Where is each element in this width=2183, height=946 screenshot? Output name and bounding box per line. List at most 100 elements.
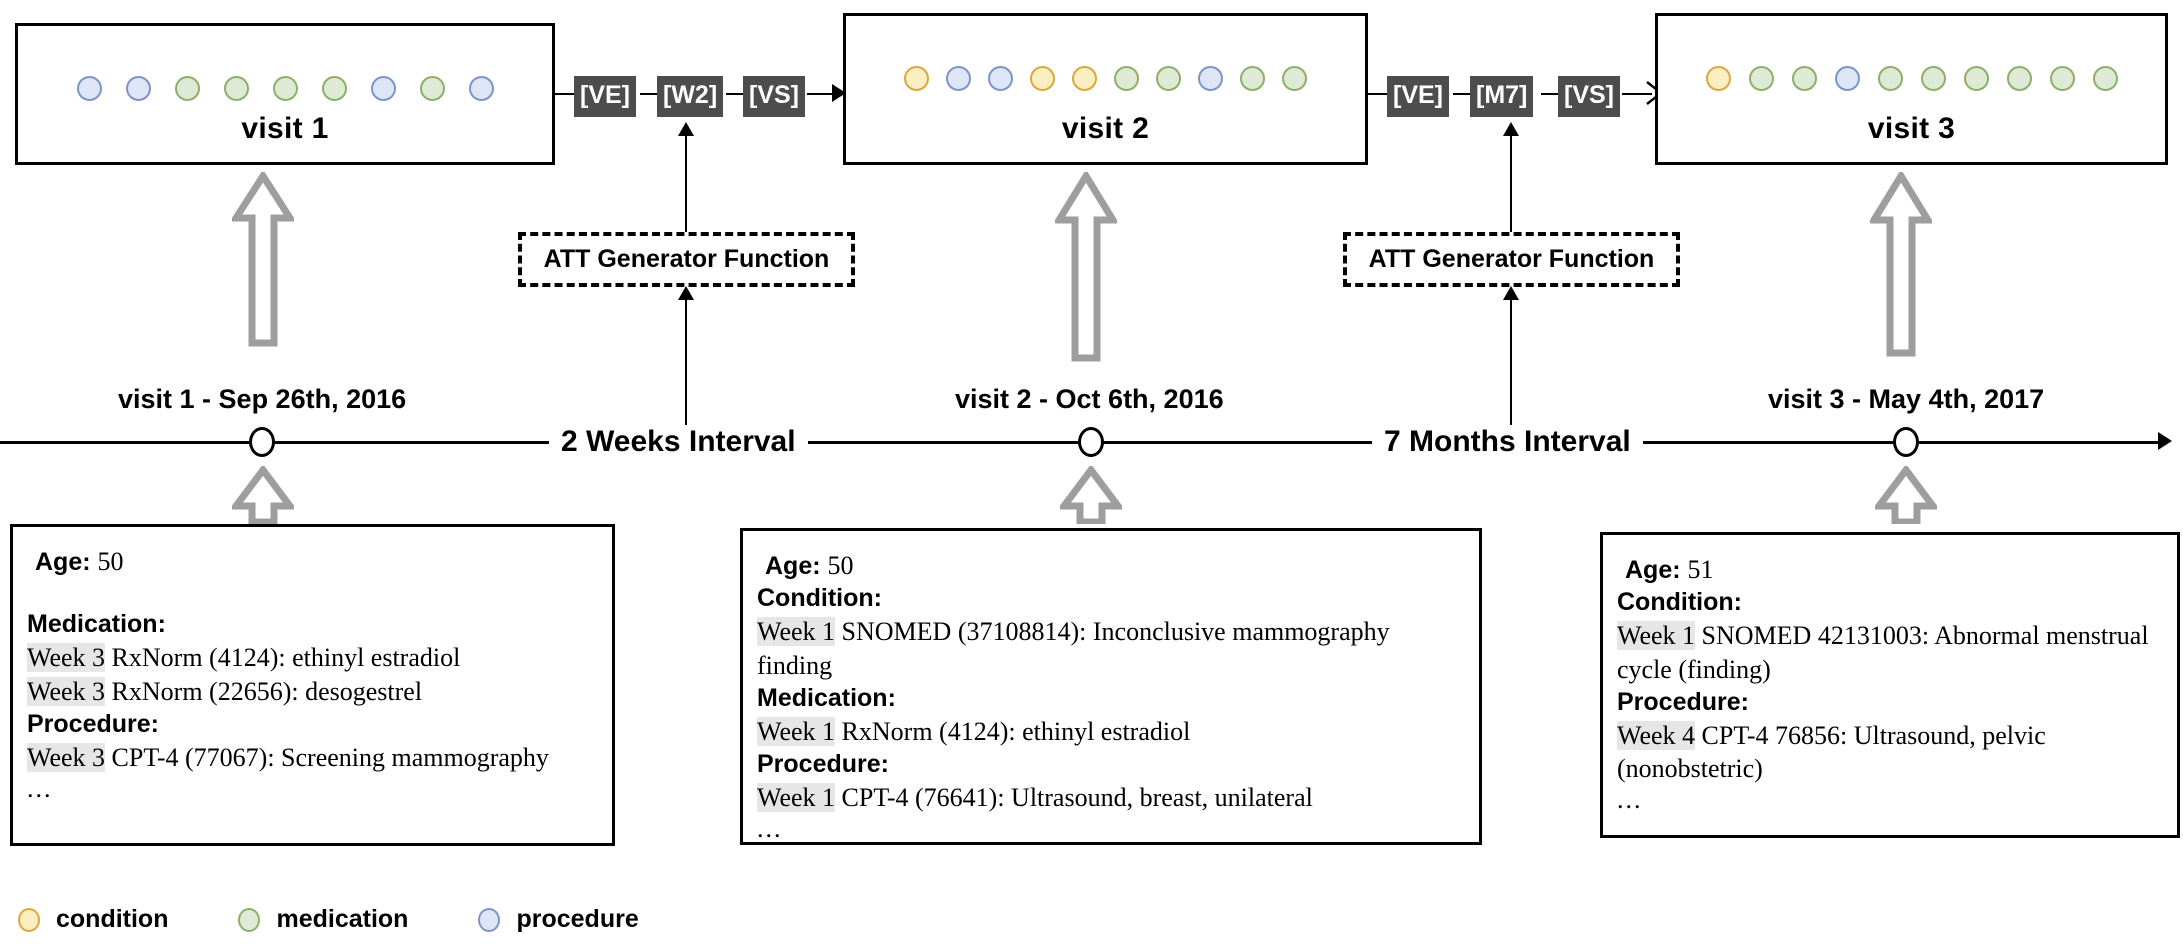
entry-text: SNOMED 42131003: Abnormal menstrual cycl… — [1617, 621, 2149, 684]
visit-2-dot-medication — [1282, 66, 1307, 91]
entry-text: CPT-4 76856: Ultrasound, pelvic (nonobst… — [1617, 720, 2046, 784]
detail-entry: Week 1 RxNorm (4124): ethinyl estradiol — [757, 715, 1465, 748]
visit-1-dot-medication — [223, 76, 249, 101]
visit-3-dot-medication — [1963, 66, 1989, 91]
detail-entry: Week 1 SNOMED 42131003: Abnormal menstru… — [1617, 619, 2163, 686]
att-generator-label-1: ATT Generator Function — [543, 245, 830, 273]
visit-box-1[interactable]: visit 1 — [15, 23, 555, 165]
visit-1-dot-row — [18, 76, 552, 101]
visit-1-dot-medication — [272, 76, 298, 101]
detail-section-heading: Condition: — [757, 584, 882, 613]
big-arrow-up-to-timeline-2-icon — [1060, 466, 1122, 524]
detail-section-heading: Condition: — [1617, 588, 1742, 617]
detail-1-age: Age: 50 — [27, 545, 598, 578]
detail-entry: Week 3 RxNorm (22656): desogestrel — [27, 675, 598, 708]
detail-section-heading: Medication: — [27, 610, 166, 639]
visit-2-dot-condition — [904, 66, 929, 91]
week-badge: Week 3 — [27, 742, 106, 772]
legend-label: procedure — [516, 905, 639, 933]
timeline-visit-2-label: visit 2 - Oct 6th, 2016 — [955, 384, 1224, 414]
week-badge: Week 1 — [1617, 621, 1696, 651]
entry-text: RxNorm (22656): desogestrel — [105, 676, 423, 706]
timeline-node-visit-2[interactable] — [1078, 427, 1104, 457]
token-line-2b — [1453, 93, 1471, 95]
age-label: Age: — [1625, 556, 1688, 584]
token-line-2d — [1622, 93, 1652, 95]
medication-dot-icon — [238, 907, 261, 932]
visit-3-dot-procedure — [1834, 66, 1860, 91]
entry-text: CPT-4 (77067): Screening mammography — [105, 742, 549, 772]
att-generator-label-2: ATT Generator Function — [1368, 245, 1655, 273]
legend-label: medication — [276, 905, 409, 933]
visit-2-title: visit 2 — [1061, 112, 1150, 145]
legend-item-procedure: procedure — [478, 905, 639, 934]
visit-1-dot-procedure — [468, 76, 494, 101]
visit-2-dot-row — [846, 66, 1365, 91]
big-arrow-up-to-timeline-3-icon — [1875, 466, 1937, 524]
att-2-up-line — [1510, 128, 1512, 240]
legend-item-condition: condition — [18, 905, 168, 934]
att-1-up-arrowhead-icon — [678, 122, 694, 136]
visit-3-dot-medication — [2049, 66, 2075, 91]
visit-2-dot-procedure — [988, 66, 1013, 91]
legend-item-medication: medication — [238, 905, 408, 934]
age-label: Age: — [35, 548, 98, 576]
condition-dot-icon — [18, 907, 40, 932]
visit-3-dot-medication — [1791, 66, 1817, 91]
visit-2-dot-medication — [1114, 66, 1139, 91]
att-generator-box-2[interactable]: ATT Generator Function — [1343, 232, 1680, 287]
legend-label: condition — [56, 905, 169, 933]
week-badge: Week 1 — [757, 716, 836, 746]
entry-text: CPT-4 (76641): Ultrasound, breast, unila… — [835, 783, 1313, 813]
token-ve-2[interactable]: [VE] — [1387, 76, 1449, 117]
visit-3-dot-medication — [2092, 66, 2118, 91]
detail-box-visit-1[interactable]: Age: 50 Medication:Week 3 RxNorm (4124): … — [10, 524, 615, 846]
detail-entry: Week 1 SNOMED (37108814): Inconclusive m… — [757, 615, 1465, 682]
detail-entry: Week 3 CPT-4 (77067): Screening mammogra… — [27, 741, 598, 774]
detail-ellipsis: ... — [1617, 785, 1643, 815]
token-m7-2[interactable]: [M7] — [1470, 76, 1534, 117]
timeline-interval-label-2: 7 Months Interval — [1372, 425, 1643, 459]
week-badge: Week 1 — [757, 617, 836, 647]
timeline-interval-label-1: 2 Weeks Interval — [549, 425, 808, 459]
visit-3-dot-medication — [1920, 66, 1946, 91]
visit-1-dot-procedure — [370, 76, 396, 101]
token-vs-1[interactable]: [VS] — [743, 76, 805, 117]
att-2-up-arrowhead-icon — [1503, 122, 1519, 136]
timeline-node-visit-1[interactable] — [249, 427, 275, 457]
age-value: 51 — [1687, 555, 1714, 584]
visit-2-dot-procedure — [946, 66, 971, 91]
att-1-in-arrowhead-icon — [678, 286, 694, 300]
detail-ellipsis: ... — [27, 774, 53, 804]
att-1-in-line — [685, 292, 687, 440]
att-generator-box-1[interactable]: ATT Generator Function — [518, 232, 855, 287]
visit-box-2[interactable]: visit 2 — [843, 13, 1368, 165]
token-line-1b — [640, 93, 658, 95]
big-arrow-up-to-timeline-1-icon — [232, 466, 294, 524]
att-2-in-arrowhead-icon — [1503, 286, 1519, 300]
token-line-2a — [1368, 93, 1388, 95]
visit-2-dot-medication — [1156, 66, 1181, 91]
legend: condition medication procedure — [18, 905, 691, 934]
detail-2-age: Age: 50 — [757, 549, 1465, 582]
timeline-end-arrowhead-icon — [2158, 432, 2172, 450]
entry-text: SNOMED (37108814): Inconclusive mammogra… — [757, 617, 1390, 680]
detail-ellipsis: ... — [757, 814, 783, 844]
att-1-up-line — [685, 128, 687, 240]
token-line-1a — [555, 93, 575, 95]
age-value: 50 — [827, 551, 854, 580]
detail-entry: Week 3 RxNorm (4124): ethinyl estradiol — [27, 641, 598, 674]
token-ve-1[interactable]: [VE] — [574, 76, 636, 117]
token-vs-2[interactable]: [VS] — [1558, 76, 1620, 117]
timeline-visit-1-label: visit 1 - Sep 26th, 2016 — [118, 384, 407, 414]
visit-box-3[interactable]: visit 3 — [1655, 13, 2168, 165]
detail-section-heading: Medication: — [757, 683, 896, 712]
detail-entry: Week 1 CPT-4 (76641): Ultrasound, breast… — [757, 781, 1465, 814]
token-w2-1[interactable]: [W2] — [657, 76, 724, 117]
timeline-node-visit-3[interactable] — [1893, 427, 1919, 457]
week-badge: Week 4 — [1617, 720, 1696, 750]
big-arrow-up-to-visit-1-icon — [232, 172, 294, 347]
detail-entry: Week 4 CPT-4 76856: Ultrasound, pelvic (… — [1617, 719, 2163, 786]
